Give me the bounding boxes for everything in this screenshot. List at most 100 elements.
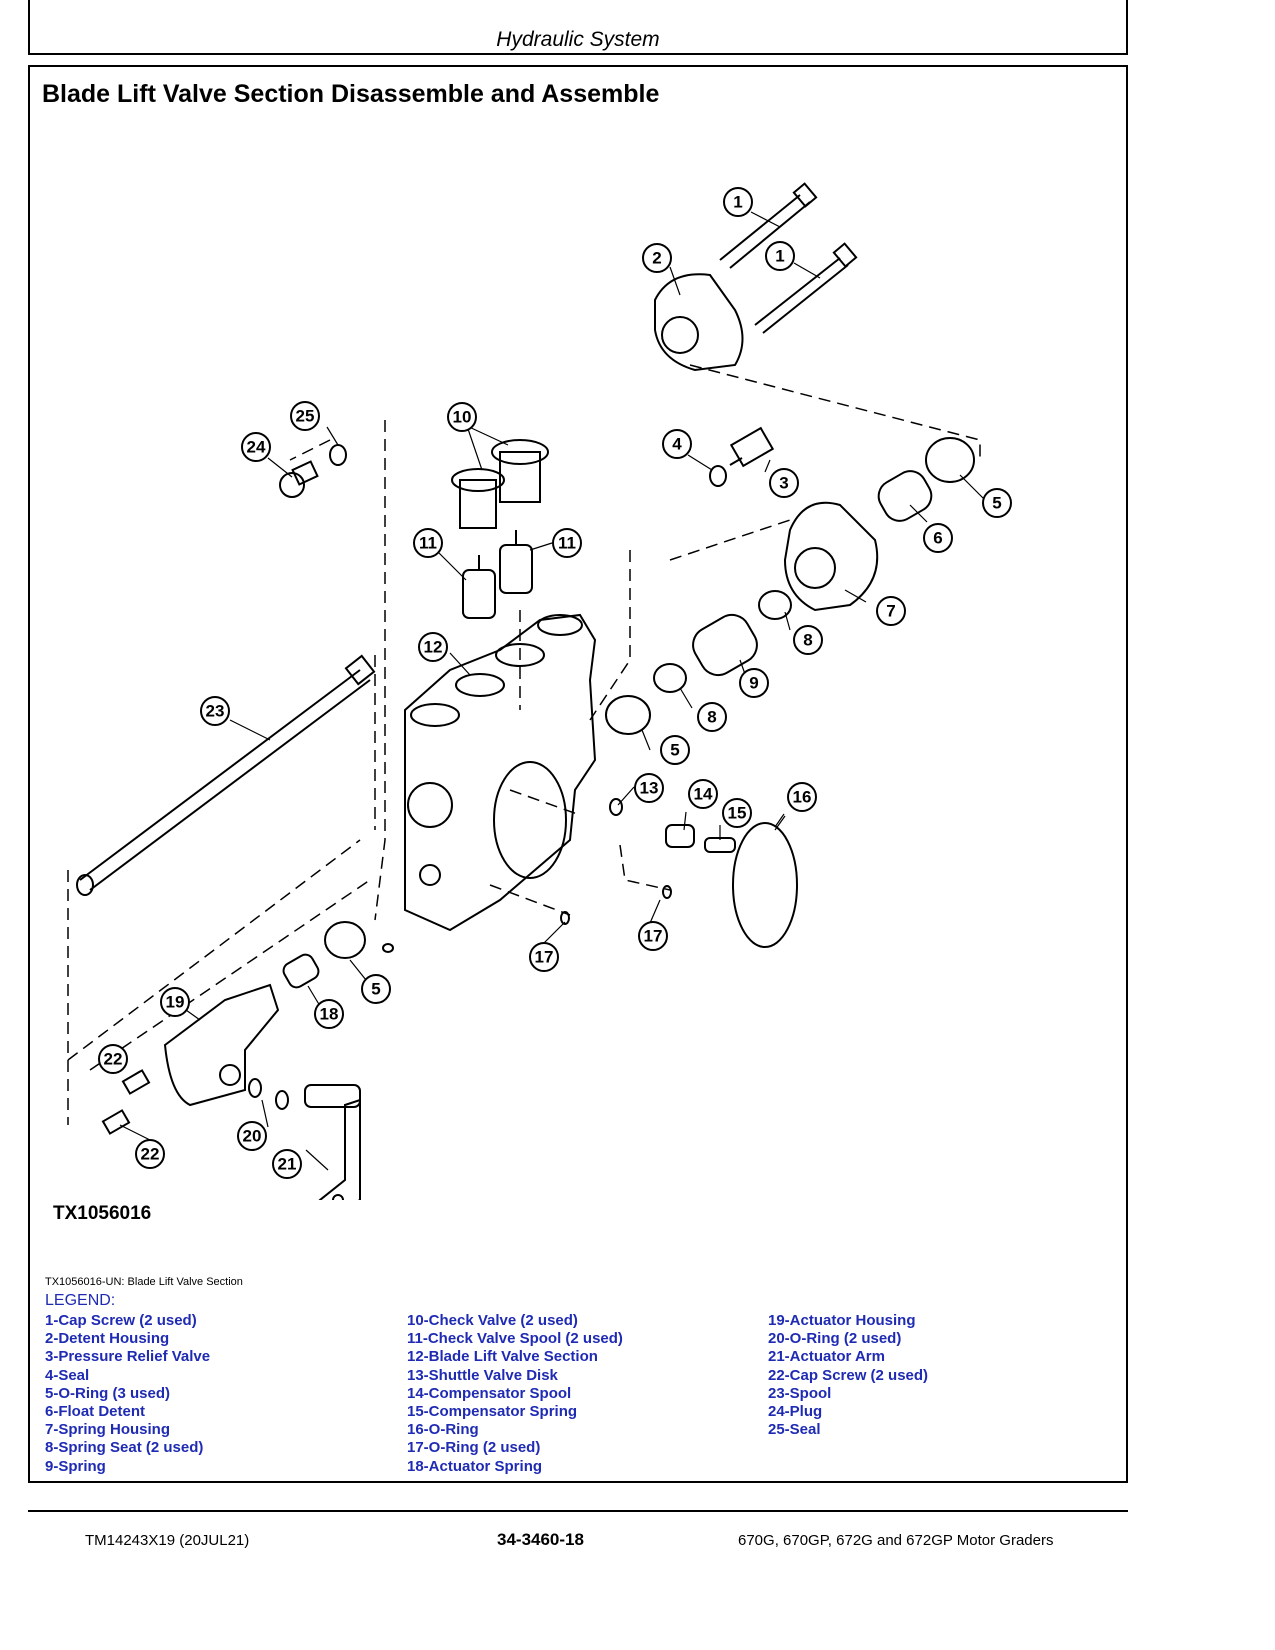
actuator-housing: [163, 983, 280, 1107]
callout-11a: 11: [413, 528, 443, 558]
svg-text:17: 17: [535, 948, 554, 967]
legend-item: 8-Spring Seat (2 used): [45, 1439, 204, 1457]
svg-text:5: 5: [992, 494, 1001, 513]
callout-17b: 17: [638, 921, 668, 951]
leader-lines: [119, 211, 986, 1171]
svg-text:11: 11: [419, 534, 437, 553]
exploded-view-diagram: 1 1 2 25 24 10 4 3 5 6 11 11 7 8 12 9 23…: [67, 182, 1012, 1200]
callout-10: 10: [447, 402, 477, 432]
legend-item: 9-Spring: [45, 1457, 106, 1475]
footer-manual-id: TM14243X19 (20JUL21): [85, 1532, 250, 1549]
svg-text:24: 24: [247, 438, 266, 457]
callout-4: 4: [662, 429, 692, 459]
svg-text:18: 18: [320, 1005, 339, 1024]
legend-item: 21-Actuator Arm: [768, 1348, 885, 1366]
callout-6: 6: [923, 523, 953, 553]
shuttle-valve-disk: [609, 798, 623, 816]
svg-text:17: 17: [644, 927, 663, 946]
o-ring-16: [732, 822, 798, 948]
actuator-spring: [282, 953, 320, 989]
callout-25: 25: [290, 401, 320, 431]
o-ring-17b: [662, 885, 672, 899]
spring-seat-b: [653, 663, 687, 693]
check-valves: [451, 439, 549, 529]
svg-text:13: 13: [640, 779, 659, 798]
o-ring-5a: [925, 437, 975, 483]
legend-item: 3-Pressure Relief Valve: [45, 1348, 211, 1366]
callout-8a: 8: [793, 625, 823, 655]
section-header: Hydraulic System: [496, 28, 660, 51]
callout-18: 18: [314, 999, 344, 1029]
svg-text:11: 11: [558, 534, 576, 553]
legend-item: 6-Float Detent: [45, 1403, 146, 1421]
legend-item: 11-Check Valve Spool (2 used): [407, 1330, 623, 1348]
callout-22b: 22: [135, 1139, 165, 1169]
legend-item: 14-Compensator Spool: [407, 1384, 572, 1402]
svg-text:19: 19: [166, 993, 185, 1012]
callout-5c: 5: [361, 974, 391, 1004]
callout-8b: 8: [697, 702, 727, 732]
svg-text:22: 22: [141, 1145, 160, 1164]
footer-page-number: 34-3460-18: [497, 1530, 584, 1549]
spring-seat-a: [758, 590, 792, 620]
legend-item: 19-Actuator Housing: [768, 1312, 916, 1329]
callout-20: 20: [237, 1121, 267, 1151]
spring-part: [692, 613, 758, 677]
page-title: Blade Lift Valve Section Disassemble and…: [42, 80, 660, 108]
callout-24: 24: [241, 432, 271, 462]
svg-text:12: 12: [424, 638, 443, 657]
legend-heading: LEGEND:: [45, 1292, 116, 1309]
o-ring-20b: [275, 1090, 289, 1110]
o-ring-5c: [324, 921, 366, 959]
legend-item: 1-Cap Screw (2 used): [45, 1312, 197, 1329]
legend-item: 4-Seal: [45, 1366, 90, 1384]
legend-column-3: 19-Actuator Housing 20-O-Ring (2 used) 2…: [768, 1312, 928, 1439]
seal-part: [329, 444, 347, 466]
callout-7: 7: [876, 596, 906, 626]
svg-text:9: 9: [749, 674, 758, 693]
svg-text:6: 6: [933, 529, 942, 548]
legend-item: 18-Actuator Spring: [407, 1457, 543, 1475]
callout-14: 14: [688, 779, 718, 809]
spring-housing: [783, 501, 879, 612]
svg-text:1: 1: [775, 247, 784, 266]
cap-screw-1a: [719, 182, 818, 269]
callout-15: 15: [722, 798, 752, 828]
compensator-spring: [704, 837, 736, 853]
figure-id: TX1056016: [53, 1203, 152, 1224]
legend-column-2: 10-Check Valve (2 used) 11-Check Valve S…: [407, 1312, 623, 1476]
svg-text:8: 8: [707, 708, 716, 727]
svg-text:25: 25: [296, 407, 315, 426]
svg-text:5: 5: [670, 741, 679, 760]
callout-3: 3: [769, 468, 799, 498]
legend-item: 23-Spool: [768, 1384, 832, 1402]
footer-rule: [28, 1510, 1128, 1512]
legend-item: 16-O-Ring: [407, 1421, 479, 1439]
legend-item: 12-Blade Lift Valve Section: [407, 1348, 598, 1366]
svg-text:5: 5: [371, 980, 380, 999]
svg-text:10: 10: [453, 408, 472, 427]
assembly-guide-lines: [67, 364, 981, 1125]
o-ring-20a: [248, 1078, 262, 1098]
svg-text:22: 22: [104, 1050, 123, 1069]
legend-item: 15-Compensator Spring: [407, 1403, 578, 1421]
seal-4-part: [709, 465, 727, 487]
callout-16: 16: [787, 782, 817, 812]
callout-12: 12: [418, 632, 448, 662]
detent-housing: [654, 273, 744, 372]
svg-text:23: 23: [206, 702, 225, 721]
content-frame: [28, 65, 1128, 1483]
callout-13: 13: [634, 773, 664, 803]
callout-5b: 5: [660, 735, 690, 765]
callout-9: 9: [739, 668, 769, 698]
callout-22a: 22: [98, 1044, 128, 1074]
svg-text:16: 16: [793, 788, 812, 807]
header-frame: [28, 0, 1128, 55]
legend-item: 25-Seal: [768, 1421, 821, 1439]
cap-screw-1b: [754, 242, 858, 334]
footer-models: 670G, 670GP, 672G and 672GP Motor Grader…: [738, 1532, 1054, 1549]
svg-text:1: 1: [733, 193, 742, 212]
svg-text:4: 4: [672, 435, 682, 454]
svg-text:7: 7: [886, 602, 895, 621]
svg-text:8: 8: [803, 631, 812, 650]
